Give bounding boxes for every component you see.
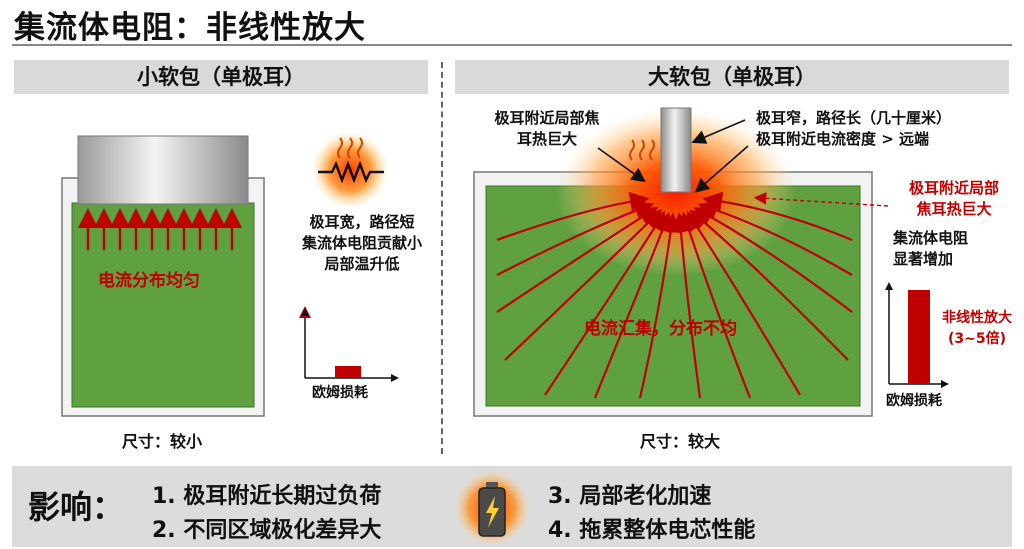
impact-item: 4. 拖累整体电芯性能 [548, 518, 756, 543]
resistor-icon [318, 160, 384, 184]
joule-heat-note-line: 极耳附近局部 [908, 179, 999, 197]
hotspot-callout-arrow [597, 147, 646, 183]
current-arrow [496, 201, 655, 276]
tab-note: 极耳窄，路径长（几十厘米） 极耳附近电流密度 > 远端 [756, 108, 951, 150]
resistance-note-line: 显著增加 [893, 250, 954, 268]
impact-item: 1. 极耳附近长期过负荷 [152, 484, 382, 509]
current-arrow [504, 209, 663, 361]
ohmic-loss-bar-small [335, 366, 361, 378]
amplification-note-line: 非线性放大 [942, 310, 1012, 326]
left-size-label: 尺寸：较小 [122, 432, 203, 451]
left-panel-header: 小软包（单极耳） [14, 60, 428, 94]
current-arrow [693, 207, 853, 313]
hotspot-note-line: 极耳附近局部焦 [494, 109, 600, 127]
converging-current-label: 电流汇集，分布不均 [584, 319, 737, 339]
tab-note-line: 极耳窄，路径长（几十厘米） [756, 109, 952, 127]
cell-body [71, 202, 255, 408]
resistance-note-line: 集流体电阻 [893, 229, 969, 247]
left-note-line: 集流体电阻贡献小 [301, 234, 422, 252]
ohmic-loss-mini-chart [299, 306, 399, 382]
heat-waves-icon [629, 139, 655, 161]
hotspot-note: 极耳附近局部焦 耳热巨大 [472, 108, 622, 150]
resistance-note: 集流体电阻 显著增加 [893, 228, 968, 270]
page-title: 集流体电阻：非线性放大 [14, 10, 366, 46]
wide-tab [77, 135, 249, 205]
title-divider [12, 44, 1012, 46]
joule-heat-note: 极耳附近局部 焦耳热巨大 [893, 178, 1015, 220]
left-bar-label: 欧姆损耗 [312, 385, 368, 401]
joule-heat-callout-arrow [753, 192, 889, 207]
impact-item: 3. 局部老化加速 [548, 484, 712, 509]
amplification-note-line: (3~5倍) [947, 331, 1006, 347]
left-note: 极耳宽，路径短 集流体电阻贡献小 局部温升低 [287, 212, 437, 275]
right-bar-label: 欧姆损耗 [886, 393, 942, 409]
left-note-line: 极耳宽，路径短 [309, 213, 415, 231]
overheated-battery-icon [454, 470, 530, 546]
converging-current-arrows [496, 191, 853, 399]
current-arrow [679, 211, 752, 399]
tab-callout-arrow [691, 119, 746, 144]
uniform-current-arrows [78, 208, 242, 250]
right-diagram [473, 107, 949, 417]
heat-waves-icon [337, 137, 363, 159]
current-arrow [593, 211, 672, 399]
right-panel-header: 大软包（单极耳） [455, 60, 1009, 94]
narrow-tab [660, 107, 692, 193]
ohmic-loss-bar-large [908, 290, 930, 384]
hotspot-note-line: 耳热巨大 [516, 130, 577, 148]
current-arrow [697, 200, 853, 276]
current-arrow [638, 212, 681, 399]
uniform-current-label: 电流分布均匀 [98, 271, 200, 291]
impact-item: 2. 不同区域极化差异大 [152, 518, 382, 543]
current-arrow [496, 191, 650, 242]
left-diagram [61, 132, 399, 417]
impact-label: 影响： [28, 488, 125, 526]
tab-note-line: 极耳附近电流密度 > 远端 [756, 130, 930, 148]
panel-divider [441, 62, 443, 454]
current-arrow [671, 212, 702, 399]
current-arrow [686, 210, 801, 396]
right-size-label: 尺寸：较大 [640, 432, 721, 451]
ohmic-loss-mini-chart-large [885, 282, 949, 388]
joule-heat-note-line: 焦耳热巨大 [916, 200, 992, 218]
current-arrow [689, 209, 849, 361]
left-note-line: 局部温升低 [324, 255, 400, 273]
current-arrow [496, 206, 659, 313]
current-arrow [544, 210, 666, 396]
current-arrow [702, 191, 853, 242]
density-callout-arrow [694, 145, 749, 193]
amplification-note: 非线性放大 (3~5倍) [936, 308, 1018, 350]
